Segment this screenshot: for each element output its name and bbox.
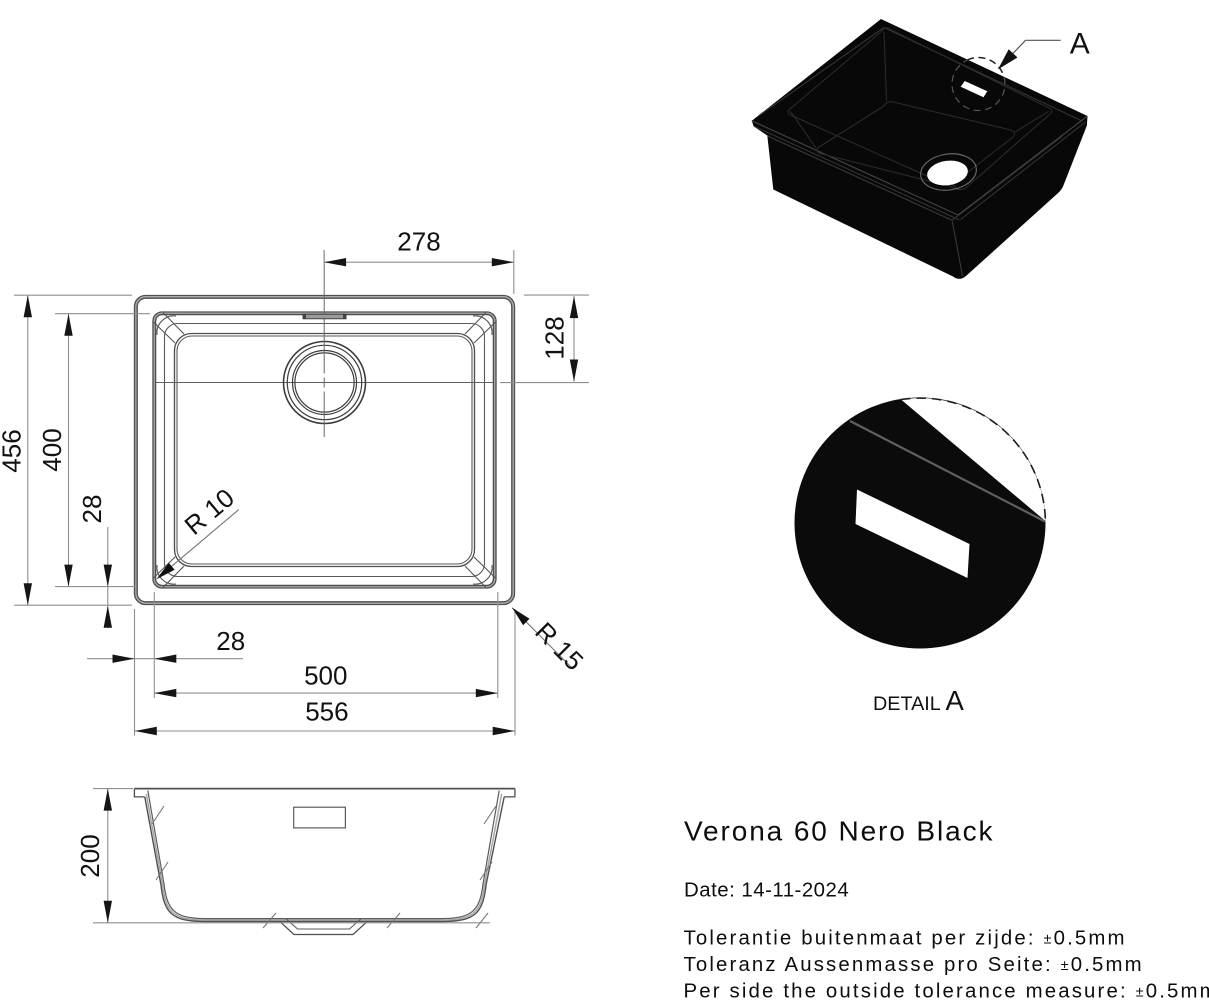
svg-text:Toleranz Aussenmasse pro Seite: Toleranz Aussenmasse pro Seite: ±0.5mm	[684, 954, 1144, 976]
svg-text:28: 28	[77, 495, 107, 524]
svg-text:556: 556	[305, 697, 348, 727]
svg-text:R 15: R 15	[529, 616, 589, 676]
svg-text:Verona 60 Nero Black: Verona 60 Nero Black	[684, 816, 994, 847]
svg-text:200: 200	[75, 834, 105, 877]
svg-text:128: 128	[540, 316, 570, 359]
svg-text:R 10: R 10	[179, 482, 240, 540]
svg-text:A: A	[1070, 27, 1090, 60]
svg-text:28: 28	[216, 626, 245, 656]
svg-text:Per side the outside tolerance: Per side the outside tolerance measure: …	[684, 981, 1209, 1001]
svg-text:278: 278	[397, 227, 440, 257]
svg-text:400: 400	[37, 428, 67, 471]
svg-text:500: 500	[304, 661, 347, 691]
svg-text:456: 456	[0, 429, 27, 472]
svg-text:Tolerantie buitenmaat per zijd: Tolerantie buitenmaat per zijde: ±0.5mm	[684, 928, 1127, 950]
svg-text:Date: 14-11-2024: Date: 14-11-2024	[684, 879, 849, 901]
svg-text:DETAIL A: DETAIL A	[873, 685, 965, 716]
